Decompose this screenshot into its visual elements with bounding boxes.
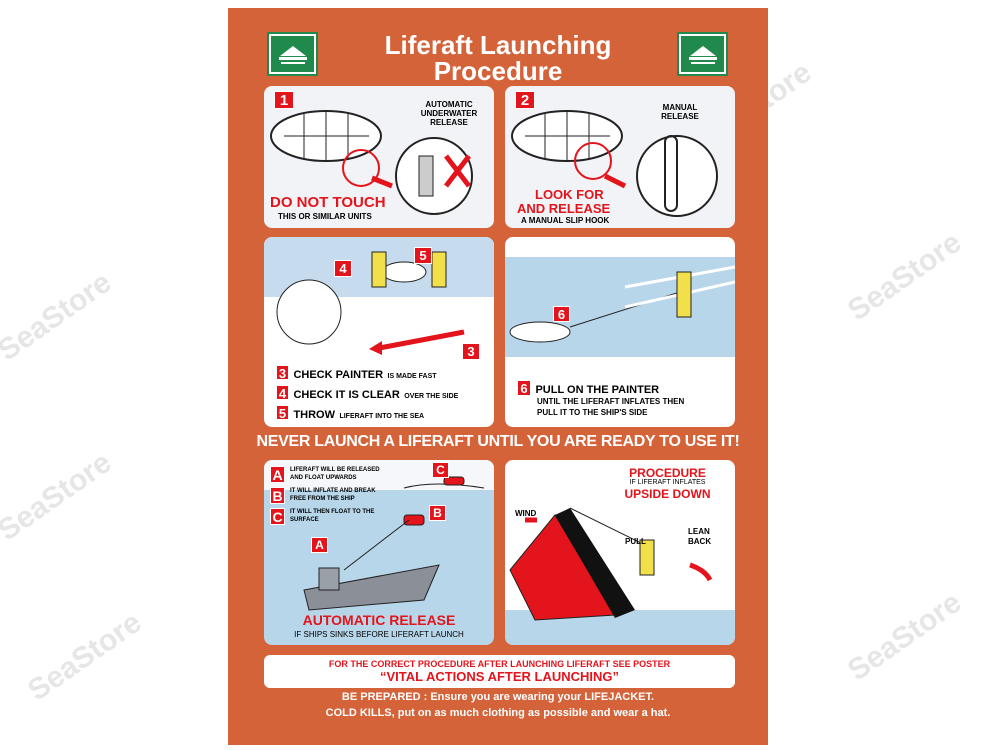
step-item: 3 CHECK PAINTER IS MADE FAST [276,365,458,385]
step-6-text: 6 PULL ON THE PAINTER [517,380,659,398]
title-line-1: Liferaft Launching [384,30,612,60]
notice-line-1: FOR THE CORRECT PROCEDURE AFTER LAUNCHIN… [328,659,671,669]
procedure-subtitle: IF LIFERAFT INFLATES [629,479,706,486]
pull-label: PULL [625,537,646,546]
warning-banner: NEVER LAUNCH A LIFERAFT UNTIL YOU ARE RE… [256,433,740,450]
step-6-sub-2: PULL IT TO THE SHIP'S SIDE [537,408,648,417]
callout-label: AUTOMATIC UNDERWATER RELEASE [420,100,478,127]
panel-step-2: 2 MANUAL RELEASE LOOK FOR AND RELEASE A … [505,86,735,228]
headline-line-1: LOOK FOR [535,187,604,202]
liferaft-symbol-icon [267,32,318,76]
step-number: 1 [274,91,294,109]
footer-line-1: BE PREPARED : Ensure you are wearing you… [341,691,655,703]
footer-line-2: COLD KILLS, put on as much clothing as p… [325,707,671,719]
automatic-release-headline: AUTOMATIC RELEASE [302,612,456,628]
panel-steps-3-5: 4 5 3 3 CHECK PAINTER IS MADE FAST 4 CHE… [264,237,494,427]
righting-liferaft-illustration [505,507,735,645]
panel-step-6: 6 6 PULL ON THE PAINTER UNTIL THE LIFERA… [505,237,735,427]
watermark: SeaStore [842,585,968,688]
marker-a: A [311,537,328,553]
throw-liferaft-illustration [264,237,494,355]
step-item: 4 CHECK IT IS CLEAR OVER THE SIDE [276,385,458,405]
step-number: 4 [334,260,352,277]
step-number: 3 [462,343,480,360]
manual-release-illustration [511,110,718,217]
subtext: A MANUAL SLIP HOOK [521,216,610,225]
step-item: 5 THROW LIFERAFT INTO THE SEA [276,405,458,425]
panel-upside-down: PROCEDURE IF LIFERAFT INFLATES UPSIDE DO… [505,460,735,645]
liferaft-symbol-icon [677,32,728,76]
title-line-2: Procedure [433,56,563,86]
liferaft-canister-illustration [270,110,473,215]
watermark: SeaStore [842,225,968,328]
pull-painter-illustration [505,257,735,357]
upside-down-title: UPSIDE DOWN [624,487,711,501]
wind-label: WIND [515,509,537,518]
automatic-release-sub: IF SHIPS SINKS BEFORE LIFERAFT LAUNCH [294,630,464,639]
step-number: 6 [553,306,570,322]
watermark: SeaStore [0,265,118,368]
notice-line-2: “VITAL ACTIONS AFTER LAUNCHING” [379,669,620,684]
procedure-title: PROCEDURE [629,466,706,480]
watermark: SeaStore [22,605,148,708]
steps-list: 3 CHECK PAINTER IS MADE FAST 4 CHECK IT … [276,365,458,425]
step-6-sub-1: UNTIL THE LIFERAFT INFLATES THEN [537,397,685,406]
poster: Liferaft Launching Procedure 1 AUTOMATIC… [228,8,768,745]
panel-step-1: 1 AUTOMATIC UNDERWATER RELEASE DO NOT TO… [264,86,494,228]
headline-line-2: AND RELEASE [517,201,611,216]
marker-c: C [432,462,449,478]
marker-b: B [429,505,446,521]
headline: DO NOT TOUCH [270,194,386,211]
notice-box: FOR THE CORRECT PROCEDURE AFTER LAUNCHIN… [264,655,735,688]
sinking-ship-illustration [264,460,494,611]
callout-label: MANUAL RELEASE [661,103,699,121]
step-number: 2 [515,91,535,109]
step-number: 5 [414,247,432,264]
subtext: THIS OR SIMILAR UNITS [278,212,372,221]
watermark: SeaStore [0,445,118,548]
